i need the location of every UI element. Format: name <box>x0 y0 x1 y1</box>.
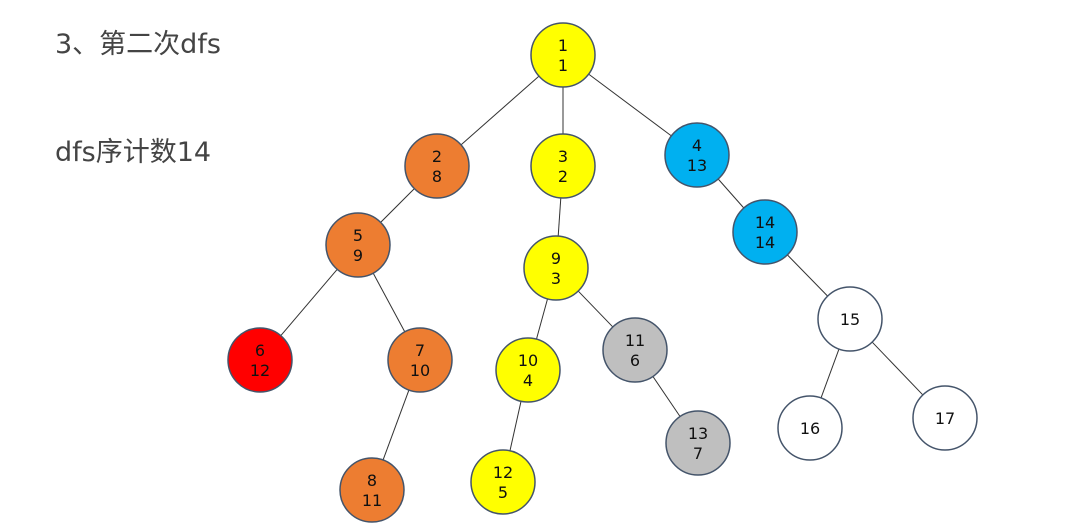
node-label: 13 <box>688 424 708 443</box>
node-circle <box>602 317 668 383</box>
node-circle <box>387 327 453 393</box>
node-label: 14 <box>755 213 775 232</box>
section-title: 3、第二次dfs <box>55 29 221 60</box>
tree-node-4: 413 <box>664 122 730 188</box>
node-dfs-order: 9 <box>353 246 363 265</box>
edge-11-13 <box>652 376 681 417</box>
edge-10-12 <box>509 401 522 451</box>
edge-9-10 <box>535 298 549 340</box>
node-circle <box>339 457 405 523</box>
node-dfs-order: 8 <box>432 167 442 186</box>
node-circle <box>530 22 596 88</box>
node-dfs-order: 5 <box>498 483 508 502</box>
node-label: 1 <box>558 36 568 55</box>
node-label: 6 <box>255 341 265 360</box>
node-circle <box>530 133 596 199</box>
node-label: 10 <box>518 351 538 370</box>
node-dfs-order: 1 <box>558 56 568 75</box>
node-dfs-order: 14 <box>755 233 775 252</box>
tree-node-17: 17 <box>912 385 978 451</box>
tree-node-11: 116 <box>602 317 668 383</box>
node-dfs-order: 3 <box>551 269 561 288</box>
node-circle <box>495 337 561 403</box>
node-dfs-order: 13 <box>687 156 707 175</box>
tree-node-2: 28 <box>404 133 470 199</box>
edge-5-7 <box>372 272 406 333</box>
edge-4-14 <box>717 178 745 209</box>
node-dfs-order: 12 <box>250 361 270 380</box>
node-circle <box>404 133 470 199</box>
node-label: 3 <box>558 147 568 166</box>
tree-node-12: 125 <box>470 449 536 515</box>
node-circle <box>777 395 843 461</box>
edge-15-17 <box>871 341 924 396</box>
tree-node-16: 16 <box>777 395 843 461</box>
node-label: 12 <box>493 463 513 482</box>
node-circle <box>817 286 883 352</box>
node-label: 8 <box>367 471 377 490</box>
tree-node-15: 15 <box>817 286 883 352</box>
edge-14-15 <box>787 254 828 297</box>
node-dfs-order: 2 <box>558 167 568 186</box>
tree-node-5: 59 <box>325 212 391 278</box>
node-dfs-order: 11 <box>362 491 382 510</box>
edge-5-6 <box>280 269 338 336</box>
tree-node-8: 811 <box>339 457 405 523</box>
node-circle <box>523 235 589 301</box>
edge-3-9 <box>557 197 562 237</box>
node-label: 16 <box>800 419 820 438</box>
tree-node-3: 32 <box>530 133 596 199</box>
node-dfs-order: 4 <box>523 371 533 390</box>
dfs-counter-text: dfs序计数14 <box>55 137 212 168</box>
node-label: 7 <box>415 341 425 360</box>
node-label: 15 <box>840 310 860 329</box>
edge-1-4 <box>588 73 672 137</box>
edge-9-11 <box>577 290 614 328</box>
node-dfs-order: 7 <box>693 444 703 463</box>
tree-node-9: 93 <box>523 235 589 301</box>
node-circle <box>664 122 730 188</box>
node-dfs-order: 6 <box>630 351 640 370</box>
node-label: 17 <box>935 409 955 428</box>
tree-node-6: 612 <box>227 327 293 393</box>
node-label: 4 <box>692 136 702 155</box>
tree-node-13: 137 <box>665 410 731 476</box>
node-circle <box>912 385 978 451</box>
node-circle <box>732 199 798 265</box>
edge-2-5 <box>380 188 415 223</box>
edge-1-2 <box>460 75 540 146</box>
node-label: 5 <box>353 226 363 245</box>
node-circle <box>665 410 731 476</box>
node-circle <box>227 327 293 393</box>
tree-node-10: 104 <box>495 337 561 403</box>
node-label: 9 <box>551 249 561 268</box>
node-circle <box>325 212 391 278</box>
tree-node-7: 710 <box>387 327 453 393</box>
node-circle <box>470 449 536 515</box>
tree-node-1: 11 <box>530 22 596 88</box>
edge-7-8 <box>382 389 410 461</box>
node-label: 2 <box>432 147 442 166</box>
edge-15-16 <box>820 348 840 399</box>
node-label: 11 <box>625 331 645 350</box>
node-dfs-order: 10 <box>410 361 430 380</box>
